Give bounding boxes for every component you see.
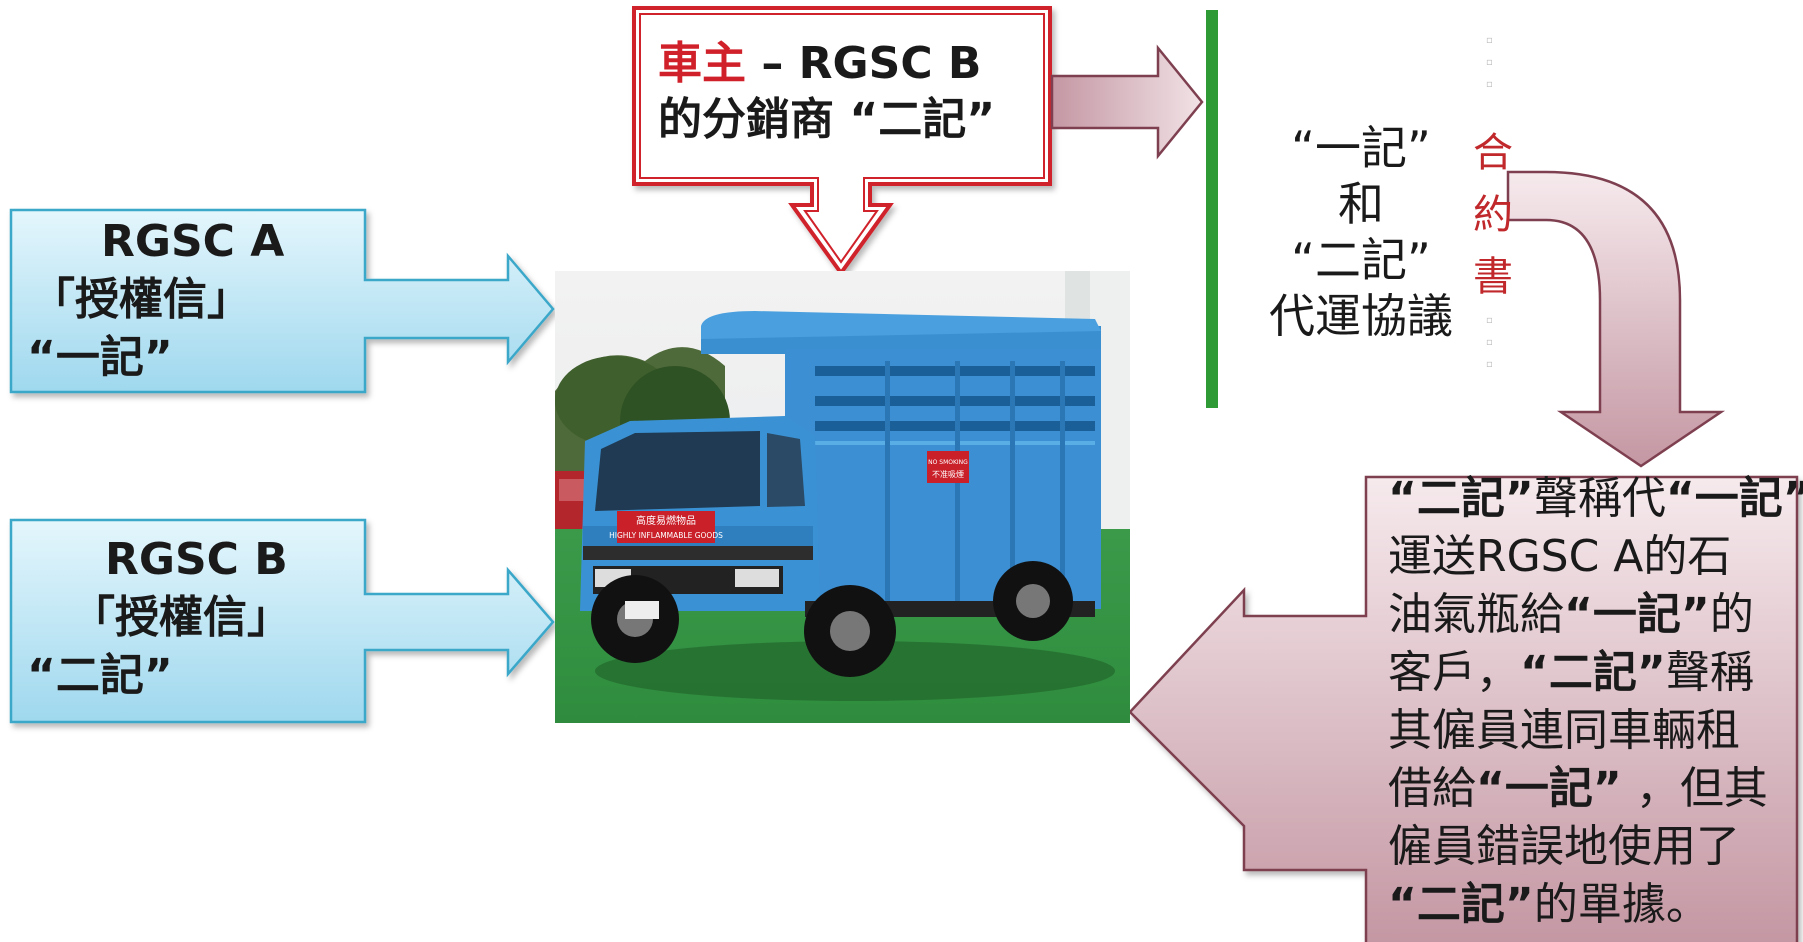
hazard-sign-zh: 高度易燃物品 [636,514,696,527]
rgsc-b-recipient: “二記” [27,650,173,701]
rgsc-b-letter-label: 「授權信」 [71,592,291,643]
explanation-text: “二記”聲稱代“一記” 運送RGSC A的石 油氣瓶給“一記”的 客戶，“二記”… [1388,470,1803,934]
agreement-text: “一記” 和 “二記” 代運協議 [1236,120,1486,344]
owner-callout-shape [632,6,1052,277]
owner-rgsc-b: – RGSC B [746,38,982,89]
contract-dots-top: ▫▫▫ [1486,35,1493,90]
owner-callout: 車主 – RGSC B 的分銷商 “二記” [658,36,1038,148]
contract-title-char-3: 書 [1473,254,1513,300]
callout-to-contract-arrow [1050,44,1204,160]
rgsc-a-letter-label: 「授權信」 [31,274,251,325]
agreement-line-3: “二記” [1291,233,1431,287]
contract-dots-bottom: ▫▫▫ [1486,315,1493,370]
agreement-line-2: 和 [1338,177,1384,231]
explanation-shape [1128,475,1799,942]
contract-to-explanation-arrow [1506,170,1726,468]
box-a-shape [9,208,555,394]
agreement-line-4: 代運協議 [1269,289,1453,343]
explanation-line: 客戶，“二記”聲稱 [1388,647,1754,698]
contract-title: 合 約 書 [1468,122,1518,308]
owner-label: 車主 [658,38,746,89]
agreement-line-1: “一記” [1291,121,1431,175]
explanation-line: 僱員錯誤地使用了 [1388,821,1740,872]
rgsc-b-authorization-box: RGSC B 「授權信」 “二記” [11,520,365,722]
explanation-line: “二記”的單據。 [1388,879,1710,930]
explanation-line: 其僱員連同車輛租 [1388,705,1740,756]
contract-document: ▫▫▫ ▫▫▫ “一記” 和 “二記” 代運協議 合 約 書 [1206,10,1513,408]
explanation-line: 運送RGSC A的石 [1388,531,1732,582]
contract-title-char-2: 約 [1473,192,1513,238]
truck-photo: 高度易燃物品 HIGHLY INFLAMMABLE GOODS NO SMOKI… [555,271,1130,723]
rgsc-b-title: RGSC B [105,534,288,585]
explanation-line: “二記”聲稱代“一記” [1388,473,1803,524]
no-smoking-sign-zh: 不准吸煙 [932,469,964,479]
contract-green-bar [1206,10,1218,408]
explanation-line: 油氣瓶給“一記”的 [1388,589,1754,640]
contract-title-char-1: 合 [1473,130,1513,176]
rgsc-a-title: RGSC A [101,216,285,267]
hazard-sign-en: HIGHLY INFLAMMABLE GOODS [609,531,723,540]
no-smoking-sign: NO SMOKING [928,459,968,466]
rgsc-a-authorization-box: RGSC A 「授權信」 “一記” [11,210,365,392]
rgsc-a-recipient: “一記” [27,332,173,383]
explanation-line: 借給“一記” ，但其 [1388,763,1768,814]
box-b-shape [9,518,555,724]
owner-distributor: 的分銷商 “二記” [658,94,996,145]
